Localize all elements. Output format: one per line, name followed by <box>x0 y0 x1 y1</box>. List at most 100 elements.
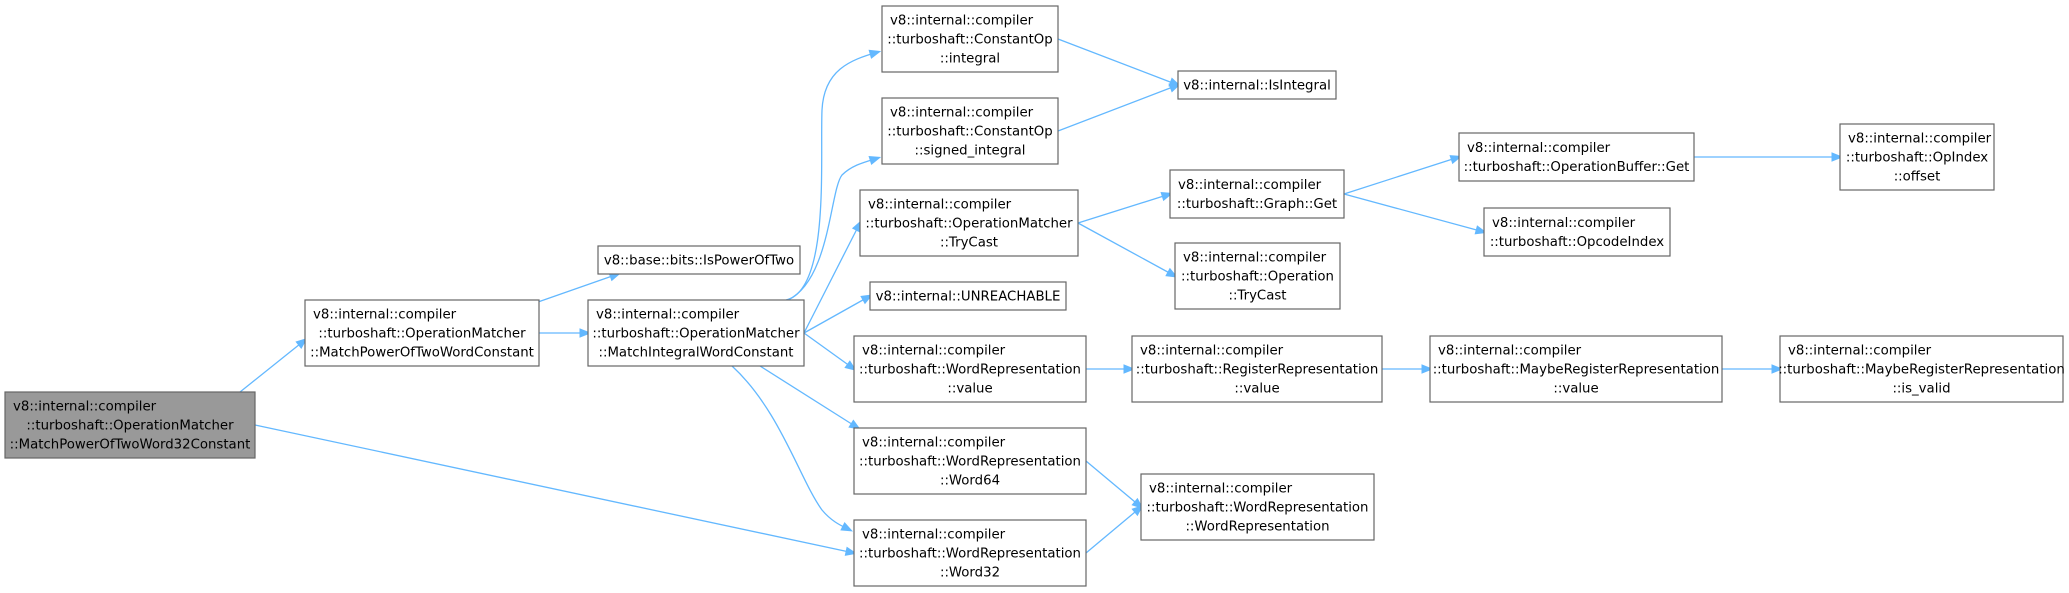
node-n13[interactable]: v8::internal::compiler::turboshaft::Grap… <box>1169 169 1345 219</box>
edge-n4-to-n11 <box>731 365 853 532</box>
node-box <box>1177 70 1337 100</box>
node-label-line: v8::base::bits::IsPowerOfTwo <box>604 254 794 269</box>
node-label-line: v8::internal::compiler <box>862 344 1006 359</box>
node-box <box>869 281 1067 311</box>
node-label-line: ::value <box>1553 382 1598 397</box>
node-label-line: ::signed_integral <box>915 144 1026 159</box>
edge-n4-to-n5 <box>785 49 882 301</box>
node-n16[interactable]: v8::internal::compiler::turboshaft::Word… <box>1140 473 1375 541</box>
node-n10[interactable]: v8::internal::compiler::turboshaft::Word… <box>853 427 1087 495</box>
node-n8[interactable]: v8::internal::UNREACHABLE <box>869 281 1067 311</box>
arrowhead <box>1165 267 1178 278</box>
node-n2[interactable]: v8::internal::compiler::turboshaft::Oper… <box>304 299 540 367</box>
node-label-line: v8::internal::compiler <box>890 14 1034 29</box>
node-n6[interactable]: v8::internal::compiler::turboshaft::Cons… <box>881 97 1059 165</box>
node-n11[interactable]: v8::internal::compiler::turboshaft::Word… <box>853 519 1087 587</box>
node-n21[interactable]: v8::internal::compiler::turboshaft::Mayb… <box>1778 335 2065 403</box>
node-n19[interactable]: v8::internal::compiler::turboshaft::Mayb… <box>1429 335 1723 403</box>
edge-n1-to-n11 <box>254 424 858 556</box>
edge-n6-to-n12 <box>1057 83 1182 132</box>
node-label-line: ::turboshaft::OperationMatcher <box>592 327 800 342</box>
node-box <box>1483 207 1671 257</box>
node-box <box>1839 123 1995 191</box>
node-label-line: ::MatchPowerOfTwoWord32Constant <box>10 438 251 453</box>
node-n17[interactable]: v8::internal::compiler::turboshaft::Oper… <box>1458 132 1695 182</box>
node-label-line: ::turboshaft::OperationMatcher <box>318 327 526 342</box>
edge-n5-to-n12 <box>1057 38 1182 87</box>
node-label-line: ::turboshaft::ConstantOp <box>887 33 1052 48</box>
node-label-line: v8::internal::compiler <box>313 308 457 323</box>
edge-n2-to-n4 <box>539 328 592 338</box>
node-n14[interactable]: v8::internal::compiler::turboshaft::Oper… <box>1174 242 1341 310</box>
edge-n11-to-n16 <box>1085 504 1144 554</box>
node-n9[interactable]: v8::internal::compiler::turboshaft::Word… <box>853 335 1087 403</box>
node-label-line: ::turboshaft::MaybeRegisterRepresentatio… <box>1778 363 2065 378</box>
arrowhead <box>1160 192 1174 202</box>
node-n3[interactable]: v8::base::bits::IsPowerOfTwo <box>597 245 801 275</box>
arrowhead <box>844 546 858 556</box>
node-label-line: v8::internal::compiler <box>1467 141 1611 156</box>
arrowhead <box>1131 497 1144 510</box>
node-box <box>853 427 1087 495</box>
node-box <box>853 335 1087 403</box>
node-label-line: v8::internal::compiler <box>596 308 740 323</box>
node-n7[interactable]: v8::internal::compiler::turboshaft::Oper… <box>859 189 1079 257</box>
node-label-line: ::MatchIntegralWordConstant <box>599 346 794 361</box>
node-label-line: ::turboshaft::WordRepresentation <box>859 455 1081 470</box>
node-label-line: ::TryCast <box>1228 289 1286 304</box>
node-label-line: ::turboshaft::WordRepresentation <box>1147 501 1369 516</box>
node-label-line: ::turboshaft::OpIndex <box>1846 151 1988 166</box>
node-label-line: v8::internal::compiler <box>1183 251 1327 266</box>
node-n5[interactable]: v8::internal::compiler::turboshaft::Cons… <box>881 5 1059 73</box>
node-label-line: ::is_valid <box>1892 382 1950 397</box>
node-n18[interactable]: v8::internal::compiler::turboshaft::Opco… <box>1483 207 1671 257</box>
edge-n4-to-n10 <box>759 365 861 430</box>
node-label-line: ::turboshaft::Operation <box>1181 270 1334 285</box>
node-label-line: v8::internal::compiler <box>1149 482 1293 497</box>
node-label-line: ::WordRepresentation <box>1185 520 1329 535</box>
edge-n1-to-n2 <box>239 337 308 393</box>
edge-n13-to-n18 <box>1343 193 1488 235</box>
node-label-line: ::turboshaft::ConstantOp <box>887 125 1052 140</box>
node-box <box>4 391 256 459</box>
arrowhead <box>1449 155 1463 165</box>
node-box <box>881 5 1059 73</box>
edge-n7-to-n13 <box>1077 192 1174 224</box>
arrowhead <box>1123 364 1136 374</box>
edge-n15-to-n19 <box>1382 364 1434 374</box>
node-box <box>1779 335 2064 403</box>
node-box <box>859 189 1079 257</box>
node-n12[interactable]: v8::internal::IsIntegral <box>1177 70 1337 100</box>
arrowhead <box>1771 364 1784 374</box>
arrowhead <box>860 294 873 305</box>
node-label-line: ::turboshaft::MaybeRegisterRepresentatio… <box>1433 363 1720 378</box>
node-label-line: ::turboshaft::WordRepresentation <box>859 363 1081 378</box>
node-label-line: ::turboshaft::RegisterRepresentation <box>1136 363 1379 378</box>
node-label-line: v8::internal::IsIntegral <box>1183 79 1331 94</box>
edge-n7-to-n14 <box>1077 222 1178 278</box>
arrowhead <box>295 337 308 350</box>
node-label-line: v8::internal::compiler <box>1788 344 1932 359</box>
node-n1[interactable]: v8::internal::compiler::turboshaft::Oper… <box>4 391 256 459</box>
node-box <box>1169 169 1345 219</box>
node-label-line: ::turboshaft::OpcodeIndex <box>1490 235 1664 250</box>
node-box <box>1174 242 1341 310</box>
arrowhead <box>1168 83 1182 93</box>
node-label-line: v8::internal::compiler <box>862 436 1006 451</box>
node-label-line: v8::internal::compiler <box>1140 344 1284 359</box>
arrowhead <box>579 328 592 338</box>
node-label-line: ::value <box>1234 382 1279 397</box>
edge-n4-to-n9 <box>803 332 857 371</box>
node-label-line: v8::internal::compiler <box>1492 216 1636 231</box>
node-box <box>881 97 1059 165</box>
edge-layer <box>239 38 1844 556</box>
node-label-line: v8::internal::compiler <box>13 400 157 415</box>
node-n4[interactable]: v8::internal::compiler::turboshaft::Oper… <box>587 299 805 367</box>
node-box <box>1429 335 1723 403</box>
node-n20[interactable]: v8::internal::compiler::turboshaft::OpIn… <box>1839 123 1995 191</box>
node-box <box>1131 335 1383 403</box>
arrowhead <box>1474 225 1488 235</box>
node-box <box>1140 473 1375 541</box>
node-n15[interactable]: v8::internal::compiler::turboshaft::Regi… <box>1131 335 1383 403</box>
